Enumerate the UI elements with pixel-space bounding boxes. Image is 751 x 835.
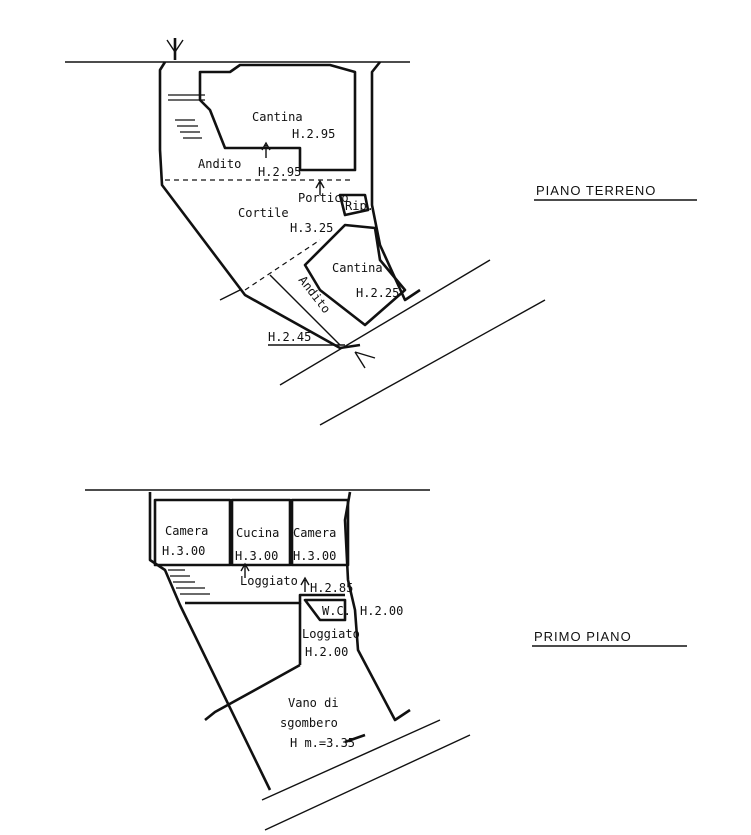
street-line-lower (261, 719, 441, 801)
ground-floor-plan: Cantina H.2.95 Andito H.2.95 Cortile Por… (65, 38, 697, 426)
room-label: Cucina (236, 526, 279, 540)
room-label: Camera (165, 524, 208, 538)
room-label: Cantina (252, 110, 303, 124)
room-label: Cantina (332, 261, 383, 275)
cortile-threshold (244, 239, 321, 291)
stair-icon (168, 569, 210, 595)
room-height: H.3.00 (293, 549, 336, 563)
floor-title: PIANO TERRENO (536, 183, 656, 198)
room-height: H.2.95 (292, 127, 335, 141)
street-line-lower (279, 259, 491, 386)
room-label: Loggiato (240, 574, 298, 588)
room-height: H.2.00 (360, 604, 403, 618)
camera-room-2 (290, 498, 350, 567)
arrow-up-icon (261, 141, 271, 158)
wc-room (303, 598, 347, 622)
room-height: H.2.00 (305, 645, 348, 659)
outer-wall-left (158, 61, 361, 350)
street-line-lower-2 (319, 299, 546, 426)
room-label: Loggiato (302, 627, 360, 641)
room-height: H.3.00 (162, 544, 205, 558)
cantina-room (198, 63, 357, 172)
first-floor-plan: Camera H.3.00 Cucina H.3.00 Camera H.3.0… (85, 489, 687, 831)
north-arrow-icon (166, 38, 184, 60)
room-label: Cortile (238, 206, 289, 220)
room-height: H.2.95 (258, 165, 301, 179)
cucina-room (230, 498, 292, 567)
arrow-up-icon (300, 576, 310, 592)
room-label: W.C. (322, 604, 351, 618)
level-mark: H.2.45 (268, 330, 311, 344)
room-height: H.2.25 (356, 286, 399, 300)
loggiato-wall (185, 593, 345, 605)
cantina-room-2 (303, 223, 407, 327)
floor-title: PRIMO PIANO (534, 629, 632, 644)
arrow-up-icon (240, 562, 250, 578)
camera-room (153, 498, 232, 567)
street-line-lower-2 (264, 734, 471, 831)
arrow-up-icon (315, 179, 325, 195)
entrance-arrow-icon (354, 351, 376, 369)
stair-icon (168, 94, 205, 139)
room-label: Rip. (345, 199, 374, 213)
outer-wall-left (148, 492, 272, 791)
vano-wall (204, 663, 301, 722)
room-label: Camera (293, 526, 336, 540)
ripostiglio (338, 193, 370, 217)
room-label: Vano di (288, 696, 339, 710)
andito-corridor (269, 274, 341, 346)
room-label: Andito (198, 157, 241, 171)
room-height: H.3.25 (290, 221, 333, 235)
outer-wall-right (370, 61, 421, 302)
room-height: H.2.85 (310, 581, 353, 595)
room-label: Portico (298, 191, 349, 205)
vano-door (344, 733, 366, 744)
outer-wall-right (343, 491, 411, 722)
room-height: H m.=3.35 (290, 736, 355, 750)
room-label: sgombero (280, 716, 338, 730)
room-height: H.3.00 (235, 549, 278, 563)
